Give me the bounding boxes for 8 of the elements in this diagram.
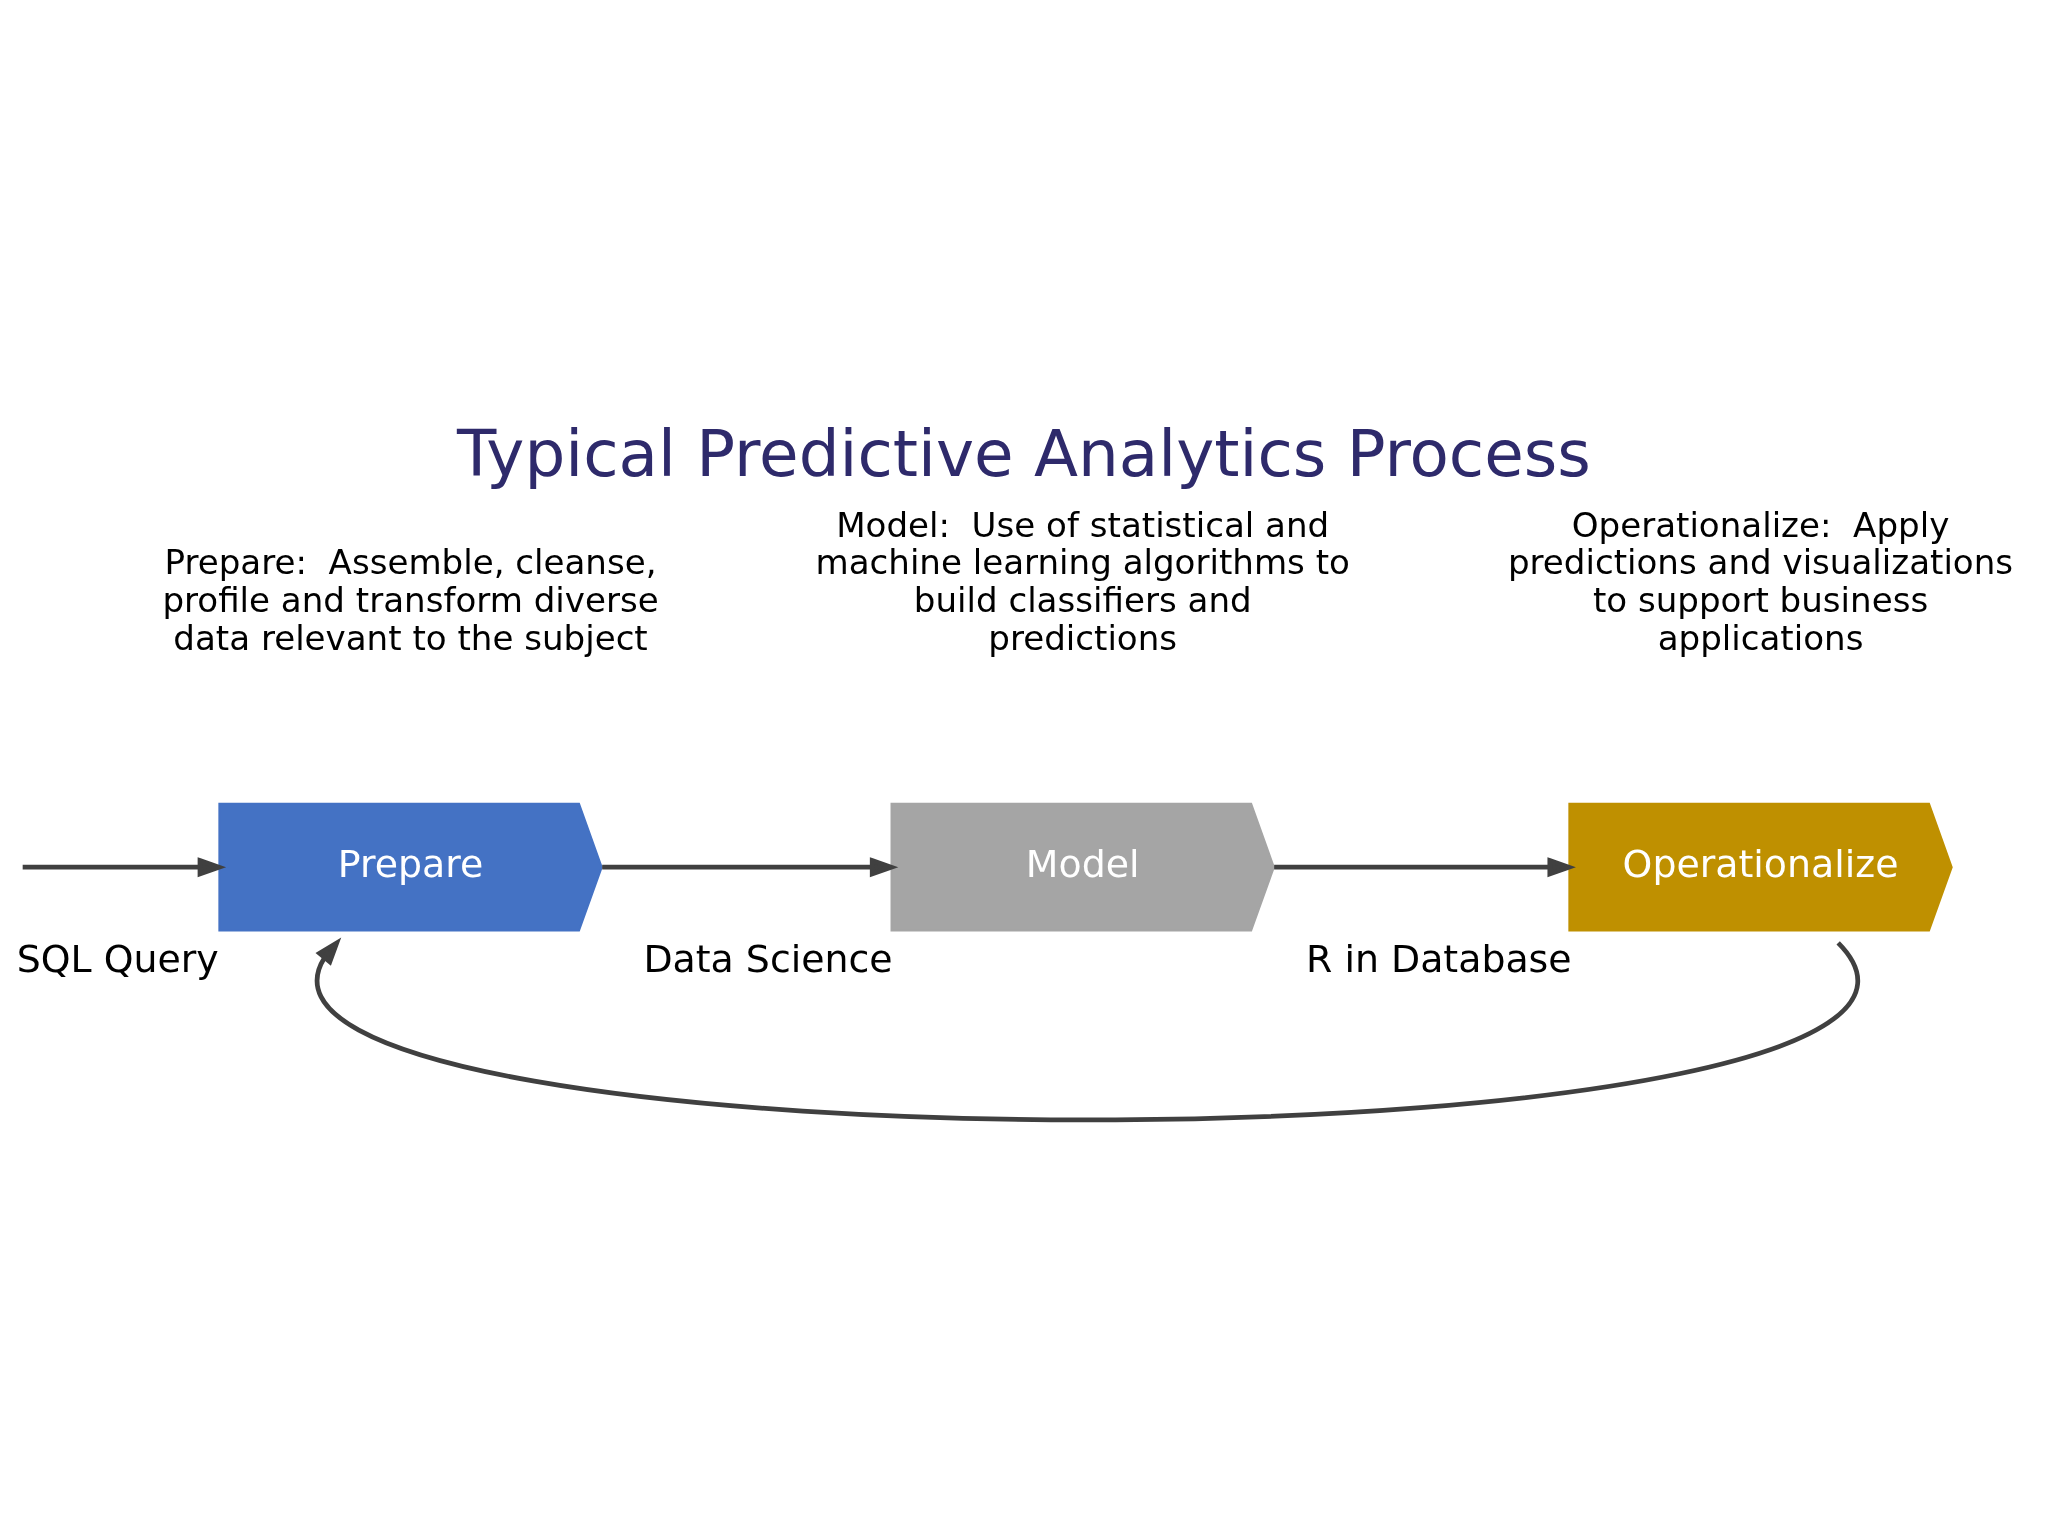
arrow xyxy=(1274,856,1576,877)
arrow xyxy=(22,856,227,877)
label: Prepare: Assemble, cleanse, profile and transform diverse data relevant to the subject xyxy=(162,541,659,658)
label: Operationalize: Apply predictions and visualizations to support business applications xyxy=(1507,504,2014,658)
diagram-title: Typical Predictive Analytics Process xyxy=(457,415,1591,491)
label: Model: Use of statistical and machine learning algorithms to build classifiers and predictions xyxy=(815,504,1350,658)
arrow xyxy=(602,856,899,877)
node-label: SQL Query xyxy=(16,936,219,981)
